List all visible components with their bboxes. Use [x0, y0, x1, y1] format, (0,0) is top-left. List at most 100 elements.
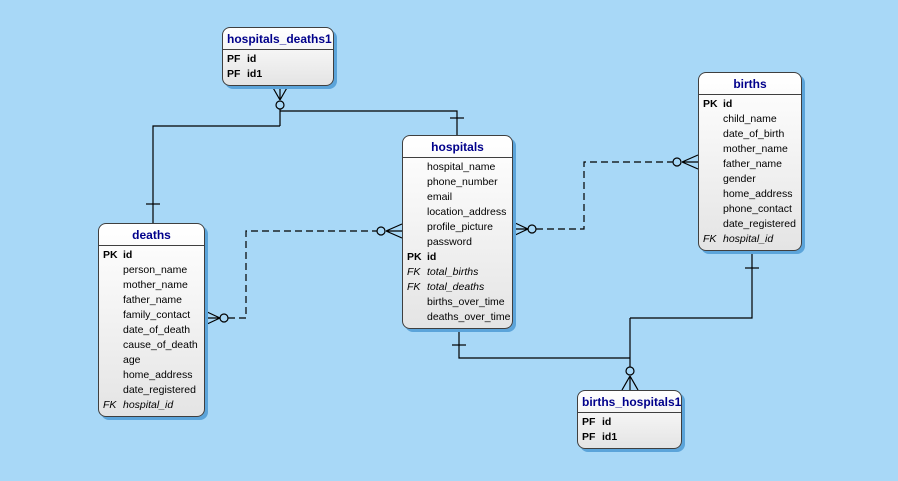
column-name: father_name	[723, 158, 782, 170]
crow-foot-many-icon	[621, 366, 639, 391]
column-row: age	[103, 353, 202, 368]
key-prefix: FK	[407, 266, 421, 278]
relationship-hospitals-births[interactable]	[512, 154, 699, 237]
relationship-deaths-hospitals[interactable]	[204, 223, 403, 326]
column-row: mother_name	[703, 142, 799, 157]
column-name: id	[723, 98, 733, 110]
key-prefix	[703, 202, 723, 217]
column-row: mother_name	[103, 278, 202, 293]
column-name: father_name	[123, 294, 182, 306]
column-name: deaths_over_time	[427, 311, 511, 323]
key-prefix	[103, 338, 123, 353]
column-row: PF id	[582, 415, 679, 430]
column-name: date_of_birth	[723, 128, 785, 140]
key-prefix	[103, 293, 123, 308]
column-name: total_deaths	[427, 281, 485, 293]
key-prefix: PF	[582, 431, 596, 443]
column-name: hospital_id	[123, 399, 174, 411]
table-title[interactable]: births_hospitals1	[578, 391, 681, 413]
column-row: family_contact	[103, 308, 202, 323]
table-title[interactable]: hospitals_deaths1	[223, 28, 333, 50]
key-prefix: PK	[703, 98, 718, 110]
key-prefix: FK	[103, 399, 117, 411]
column-row: births_over_time	[407, 295, 510, 310]
column-name: hospital_name	[427, 161, 496, 173]
column-row: hospital_name	[407, 160, 510, 175]
key-prefix: PK	[103, 249, 118, 261]
column-name: hospital_id	[723, 233, 774, 245]
column-row: phone_number	[407, 175, 510, 190]
key-prefix: PF	[582, 416, 596, 428]
column-name: id	[602, 416, 612, 428]
column-name: id	[427, 251, 437, 263]
key-prefix: FK	[407, 281, 421, 293]
column-name: mother_name	[723, 143, 788, 155]
key-prefix	[103, 263, 123, 278]
column-name: password	[427, 236, 472, 248]
relationship-births_hospitals1[interactable]	[452, 248, 759, 391]
column-row: cause_of_death	[103, 338, 202, 353]
crow-foot-many-icon	[672, 154, 699, 170]
column-name: date_of_death	[123, 324, 191, 336]
column-row: child_name	[703, 112, 799, 127]
relationship-hospitals_deaths1[interactable]	[146, 85, 464, 223]
crow-foot-many-icon	[204, 310, 229, 326]
column-name: age	[123, 354, 141, 366]
column-name: home_address	[723, 188, 793, 200]
column-row: FK hospital_id	[103, 398, 202, 413]
key-prefix	[703, 187, 723, 202]
key-prefix	[103, 308, 123, 323]
key-prefix	[703, 172, 723, 187]
column-row: date_registered	[103, 383, 202, 398]
column-name: total_births	[427, 266, 479, 278]
column-row: location_address	[407, 205, 510, 220]
column-row: home_address	[703, 187, 799, 202]
key-prefix	[103, 383, 123, 398]
key-prefix	[103, 368, 123, 383]
column-row: date_of_birth	[703, 127, 799, 142]
column-name: date_registered	[123, 384, 196, 396]
column-name: cause_of_death	[123, 339, 198, 351]
column-row: PK id	[703, 97, 799, 112]
key-prefix	[407, 175, 427, 190]
crow-foot-many-icon	[376, 223, 403, 239]
column-name: id1	[602, 431, 618, 443]
key-prefix	[407, 235, 427, 250]
column-row: PF id1	[582, 430, 679, 445]
key-prefix	[103, 278, 123, 293]
key-prefix	[407, 190, 427, 205]
column-row: father_name	[103, 293, 202, 308]
key-prefix: FK	[703, 233, 717, 245]
column-name: gender	[723, 173, 756, 185]
table-title[interactable]: hospitals	[403, 136, 512, 158]
column-row: FK total_deaths	[407, 280, 510, 295]
table-title[interactable]: deaths	[99, 224, 204, 246]
column-name: id	[247, 53, 257, 65]
column-name: date_registered	[723, 218, 796, 230]
key-prefix	[407, 310, 427, 325]
column-row: gender	[703, 172, 799, 187]
table-title[interactable]: births	[699, 73, 801, 95]
key-prefix	[407, 220, 427, 235]
crow-foot-many-icon	[271, 85, 289, 110]
column-row: password	[407, 235, 510, 250]
column-row: FK hospital_id	[703, 232, 799, 247]
column-name: child_name	[723, 113, 777, 125]
key-prefix	[703, 217, 723, 232]
column-row: home_address	[103, 368, 202, 383]
key-prefix	[407, 160, 427, 175]
